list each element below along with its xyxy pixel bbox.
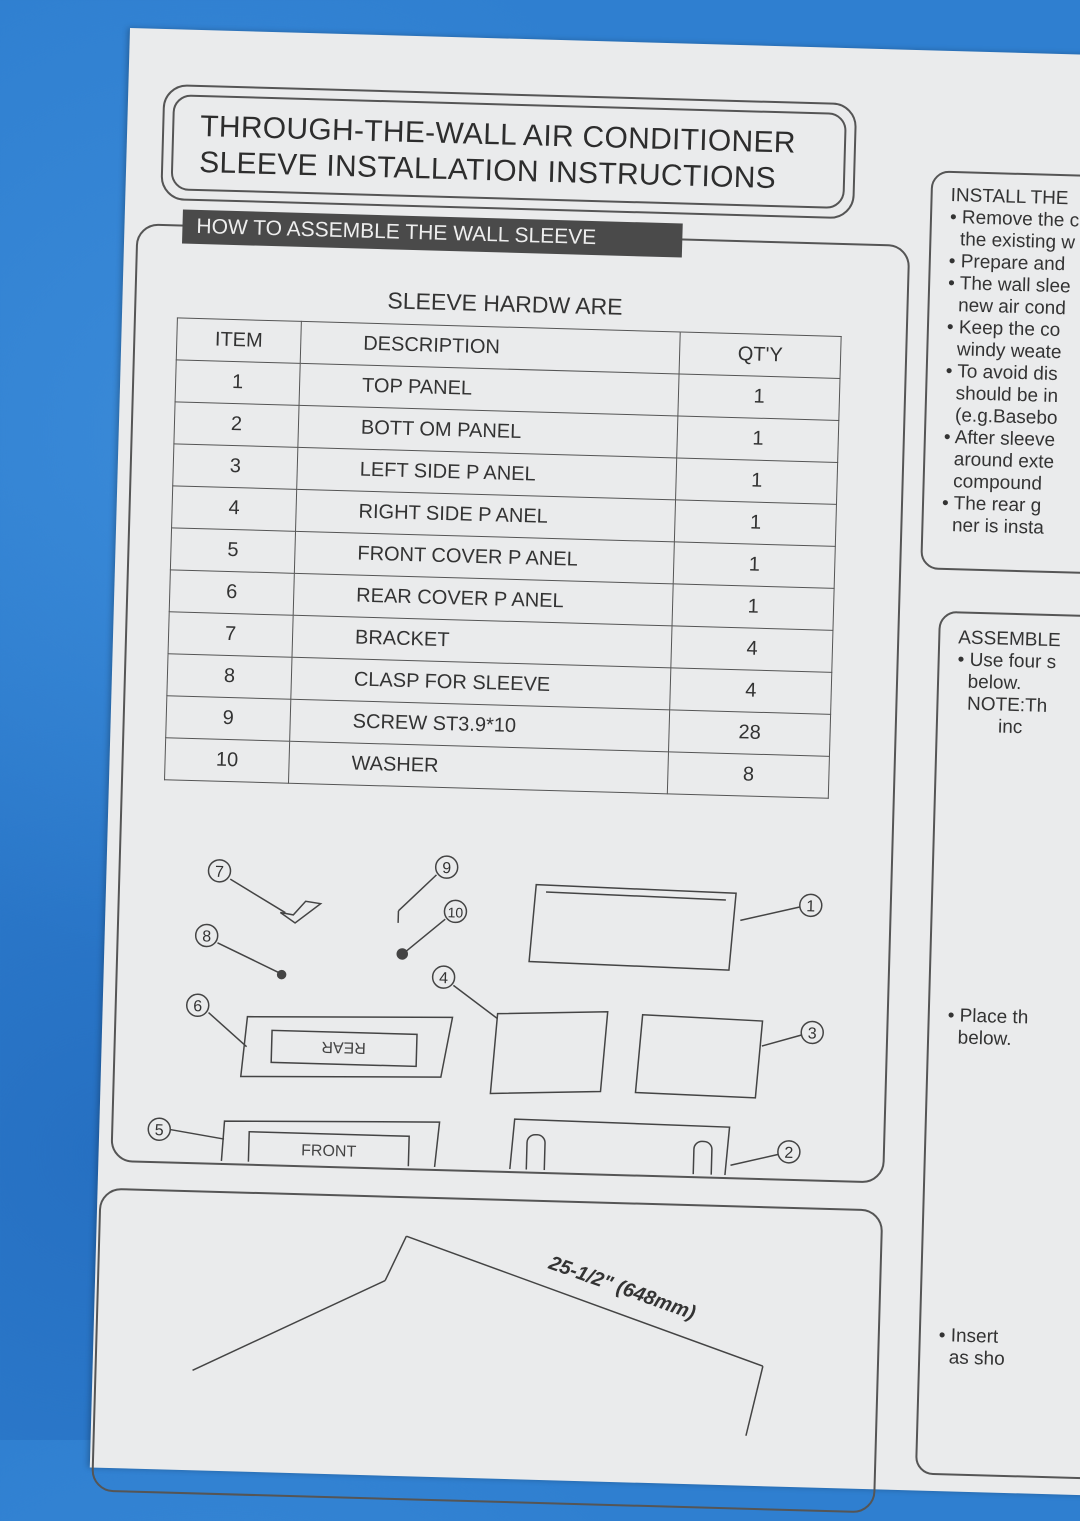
header-item: ITEM <box>176 318 301 363</box>
cell-qty: 1 <box>672 584 834 630</box>
cell-item: 10 <box>165 738 290 783</box>
install-text: INSTALL THE • Remove the c the existing … <box>941 185 1080 540</box>
svg-text:2: 2 <box>784 1145 793 1162</box>
sleeve-drawing <box>184 1220 811 1497</box>
clasp-part <box>278 970 286 978</box>
cell-qty: 1 <box>678 374 840 420</box>
callout-1: 1 <box>740 892 822 922</box>
cell-item: 7 <box>168 612 293 657</box>
instruction-sheet: THROUGH-THE-WALL AIR CONDITIONER SLEEVE … <box>90 28 1080 1495</box>
cell-qty: 8 <box>668 752 830 798</box>
svg-text:FRONT: FRONT <box>301 1142 357 1161</box>
left-side-panel-part <box>635 1015 762 1098</box>
svg-text:8: 8 <box>202 928 211 945</box>
bottom-panel-part <box>508 1119 730 1179</box>
cell-item: 8 <box>167 654 292 699</box>
cell-qty: 1 <box>675 500 837 546</box>
cell-qty: 1 <box>673 542 835 588</box>
cell-item: 4 <box>172 486 297 531</box>
svg-text:REAR: REAR <box>321 1038 366 1056</box>
right-side-panel-part <box>490 1009 607 1097</box>
cell-item: 1 <box>175 360 300 405</box>
assemble-text: ASSEMBLE • Use four s below. NOTE:Th inc <box>956 627 1061 740</box>
callout-3: 3 <box>762 1020 824 1048</box>
svg-text:4: 4 <box>439 970 448 987</box>
cell-qty: 1 <box>676 458 838 504</box>
svg-text:6: 6 <box>193 998 202 1015</box>
place-text: • Place th below. <box>947 1005 1029 1051</box>
callout-7: 7 <box>207 860 322 924</box>
svg-text:9: 9 <box>442 860 451 877</box>
bracket-part <box>280 901 321 924</box>
rear-cover-part: REAR <box>241 1012 453 1083</box>
assemble-box: ASSEMBLE • Use four s below. NOTE:Th inc… <box>915 611 1080 1481</box>
callout-8: 8 <box>195 924 287 979</box>
svg-text:7: 7 <box>215 864 224 881</box>
svg-text:3: 3 <box>807 1025 816 1042</box>
callout-10: 10 <box>397 899 467 961</box>
cell-qty: 28 <box>669 710 831 756</box>
washer-part <box>397 949 407 959</box>
svg-text:5: 5 <box>155 1122 164 1139</box>
callout-2: 2 <box>730 1139 800 1167</box>
side-column: INSTALL THE • Remove the c the existing … <box>895 170 1080 1475</box>
cell-item: 3 <box>173 444 298 489</box>
callout-5: 5 <box>148 1118 225 1142</box>
cell-item: 2 <box>174 402 299 447</box>
top-panel-part <box>529 885 736 971</box>
title-frame: THROUGH-THE-WALL AIR CONDITIONER SLEEVE … <box>160 84 857 219</box>
cell-item: 5 <box>170 528 295 573</box>
cell-item: 9 <box>166 696 291 741</box>
svg-text:1: 1 <box>806 898 815 915</box>
cell-qty: 1 <box>677 416 839 462</box>
callout-4: 4 <box>432 966 499 1019</box>
parts-diagram: 7 9 10 8 4 <box>138 819 867 1179</box>
svg-text:10: 10 <box>447 904 463 920</box>
install-box: INSTALL THE • Remove the c the existing … <box>920 170 1080 576</box>
callout-6: 6 <box>186 994 248 1047</box>
header-qty: QT'Y <box>679 332 841 378</box>
insert-text: • Insert as sho <box>938 1325 1006 1371</box>
cell-qty: 4 <box>671 626 833 672</box>
cell-qty: 4 <box>670 668 832 714</box>
cell-item: 6 <box>169 570 294 615</box>
